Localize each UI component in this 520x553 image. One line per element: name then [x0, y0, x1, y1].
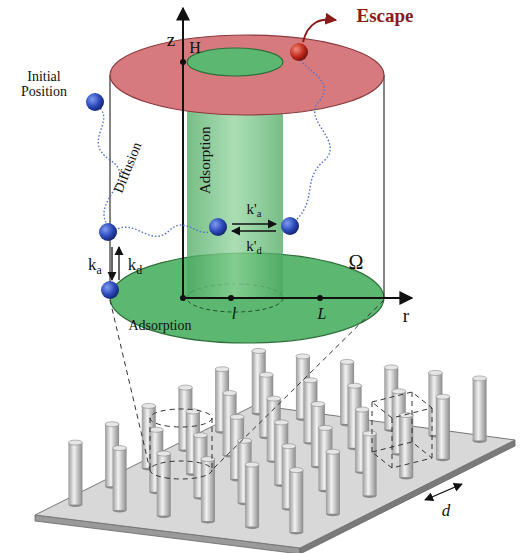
rate-arrow	[232, 223, 276, 224]
zoom-lines	[110, 300, 432, 479]
escape-arrow	[303, 20, 336, 42]
escaping-particle	[290, 43, 308, 61]
particle	[209, 218, 227, 236]
axis-label: l	[232, 305, 236, 323]
pillar	[326, 449, 340, 516]
axis-point	[228, 295, 234, 301]
rate-label: kd	[128, 256, 142, 275]
rate-arrow	[111, 247, 112, 280]
top-ring	[110, 35, 384, 115]
pillar	[436, 394, 450, 461]
rate-label: k'a	[247, 201, 262, 218]
pillar	[113, 446, 127, 513]
pillar	[473, 376, 487, 443]
axis-point	[317, 295, 323, 301]
callout-label: Initial Position	[9, 69, 79, 100]
rate-arrow	[232, 230, 276, 231]
spacing-arrow	[425, 484, 462, 500]
particle	[99, 223, 117, 241]
axis-label: L	[318, 305, 327, 323]
pillar	[289, 468, 303, 535]
cylinder-side	[383, 75, 384, 298]
pillar	[363, 431, 377, 498]
rate-label: k'd	[246, 238, 261, 255]
surface-label: Adsorption	[197, 126, 214, 194]
axis-label: r	[403, 306, 409, 327]
pillar	[68, 440, 82, 507]
particle	[281, 217, 299, 235]
particle	[101, 281, 119, 299]
pillar-top	[187, 48, 283, 76]
pillar	[399, 413, 413, 480]
domain-label: Ω	[349, 251, 364, 273]
pillar	[201, 457, 215, 524]
pillar	[245, 462, 259, 529]
axis-label: z	[167, 30, 175, 51]
cylinder-side	[109, 75, 110, 298]
diffusion-paths	[95, 60, 330, 236]
r-axis	[183, 297, 412, 299]
surface-label: Adsorption	[129, 318, 192, 333]
pillar-array	[68, 348, 486, 534]
axis-point	[180, 295, 186, 301]
rate-arrow	[118, 247, 119, 280]
process-label: Diffusion	[111, 140, 145, 195]
axis-point	[180, 59, 186, 65]
z-axis	[182, 8, 184, 298]
axis-label: H	[189, 39, 201, 57]
rate-label: ka	[88, 256, 102, 275]
dimension-label: d	[442, 502, 451, 521]
pillar	[157, 451, 171, 518]
particle	[86, 93, 104, 111]
escape-label: Escape	[357, 6, 414, 27]
